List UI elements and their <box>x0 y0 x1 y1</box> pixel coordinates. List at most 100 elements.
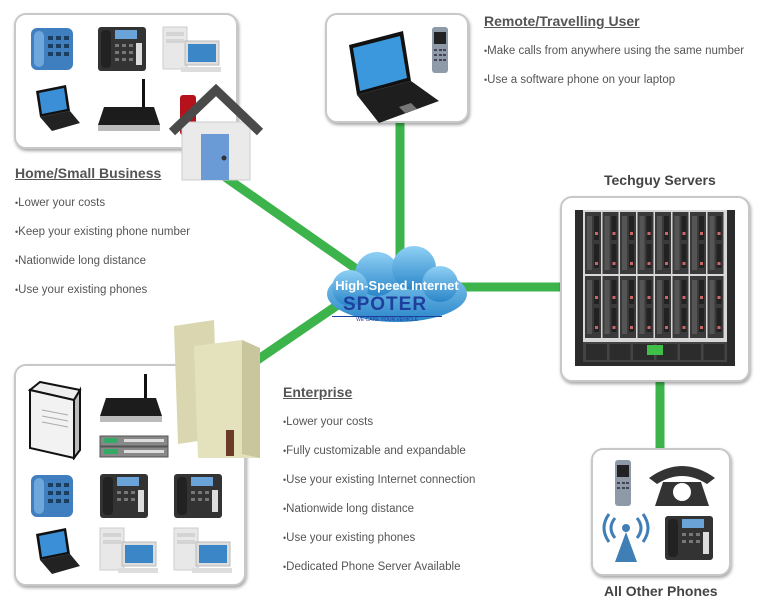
blade-drive <box>646 216 652 240</box>
ip-phone-icon <box>100 474 148 518</box>
blade-drive <box>594 244 599 268</box>
server-tower-icon <box>28 380 82 460</box>
psu-unit <box>680 344 701 360</box>
blade-slot <box>657 280 662 334</box>
blade-slot <box>674 216 680 270</box>
office-building-icon <box>174 320 260 458</box>
blade-led <box>682 232 686 235</box>
enterprise-bullet: Fully customizable and expandable <box>283 444 475 473</box>
blade-slot <box>709 280 715 334</box>
blade-led <box>630 326 633 329</box>
blade-led <box>717 232 721 235</box>
blade-slot <box>639 216 645 270</box>
blade-led <box>630 262 633 265</box>
blade-drive <box>664 244 669 268</box>
blade-slot <box>639 280 645 334</box>
wireless-tower-icon <box>602 513 650 562</box>
desk-phone-icon <box>31 475 73 517</box>
psu-unit <box>703 344 725 360</box>
blade-drive <box>716 308 722 332</box>
desk-phone-icon <box>31 28 73 70</box>
enterprise-bullet: Use your existing phones <box>283 531 475 560</box>
blade-server-rack-icon <box>575 210 735 366</box>
blade-slot <box>622 216 627 270</box>
rotary-phone-icon <box>649 466 715 506</box>
blade-led <box>630 296 633 299</box>
desktop-computer-icon <box>162 26 221 72</box>
blade-led <box>612 232 616 235</box>
blade-led <box>647 296 651 299</box>
blade-drive <box>681 308 687 332</box>
home-title: Home/Small Business <box>15 165 162 181</box>
blade-slot <box>622 280 627 334</box>
blade-drive <box>611 244 617 268</box>
watermark-logo: SPOTER <box>342 294 428 315</box>
blade-led <box>717 296 721 299</box>
blade-slot <box>604 280 610 334</box>
blade-drive <box>699 308 704 332</box>
desktop-computer-icon <box>173 527 232 573</box>
mobile-phone-icon <box>432 27 448 73</box>
home-bullet: Lower your costs <box>15 196 190 225</box>
blade-led <box>665 232 668 235</box>
home-devices-panel <box>14 13 238 149</box>
blade-slot <box>657 216 662 270</box>
home-bullet: Use your existing phones <box>15 283 190 312</box>
watermark-tagline: WE CARE YOUR VEHICLE <box>332 316 442 323</box>
home-bullets: Lower your costs Keep your existing phon… <box>15 196 190 312</box>
mobile-phone-icon <box>615 460 631 506</box>
blade-drive <box>611 216 617 240</box>
blade-led <box>700 262 703 265</box>
blade-drive <box>646 244 652 268</box>
blade-drive <box>664 308 669 332</box>
remote-bullet: Make calls from anywhere using the same … <box>484 44 744 73</box>
servers-panel <box>560 196 750 382</box>
enterprise-bullet: Use your existing Internet connection <box>283 473 475 502</box>
blade-led <box>647 232 651 235</box>
enterprise-title: Enterprise <box>283 384 353 400</box>
remote-bullets: Make calls from anywhere using the same … <box>484 44 744 102</box>
blade-led <box>595 296 598 299</box>
ip-phone-icon <box>665 516 713 560</box>
blade-drive <box>594 216 599 240</box>
enterprise-bullets: Lower your costs Fully customizable and … <box>283 415 475 589</box>
blade-led <box>630 232 633 235</box>
psu-unit <box>586 344 607 360</box>
home-bullet: Nationwide long distance <box>15 254 190 283</box>
ip-phone-icon <box>174 474 222 518</box>
blade-drive <box>681 280 687 304</box>
ip-phone-icon <box>98 27 146 71</box>
laptop-icon <box>36 85 80 131</box>
blade-led <box>700 296 703 299</box>
blade-led <box>612 262 616 265</box>
enterprise-bullet: Nationwide long distance <box>283 502 475 531</box>
blade-drive <box>681 244 687 268</box>
blade-led <box>612 326 616 329</box>
blade-led <box>700 326 703 329</box>
laptop-icon <box>36 528 80 574</box>
blade-drive <box>594 280 599 304</box>
rack-display <box>647 345 663 355</box>
blade-led <box>717 326 721 329</box>
blade-drive <box>716 244 722 268</box>
blade-drive <box>646 280 652 304</box>
blade-slot <box>587 280 592 334</box>
blade-slot <box>692 216 697 270</box>
blade-drive <box>699 280 704 304</box>
enterprise-devices-panel <box>14 364 246 586</box>
blade-led <box>665 296 668 299</box>
blade-led <box>682 262 686 265</box>
blade-led <box>682 296 686 299</box>
blade-led <box>612 296 616 299</box>
desktop-computer-icon <box>99 527 158 573</box>
blade-slot <box>692 280 697 334</box>
link-enterprise <box>247 296 348 369</box>
blade-led <box>665 326 668 329</box>
blade-drive <box>629 280 634 304</box>
blade-drive <box>699 216 704 240</box>
blade-drive <box>664 280 669 304</box>
blade-led <box>595 262 598 265</box>
blade-led <box>682 326 686 329</box>
blade-drive <box>699 244 704 268</box>
blade-drive <box>611 308 617 332</box>
